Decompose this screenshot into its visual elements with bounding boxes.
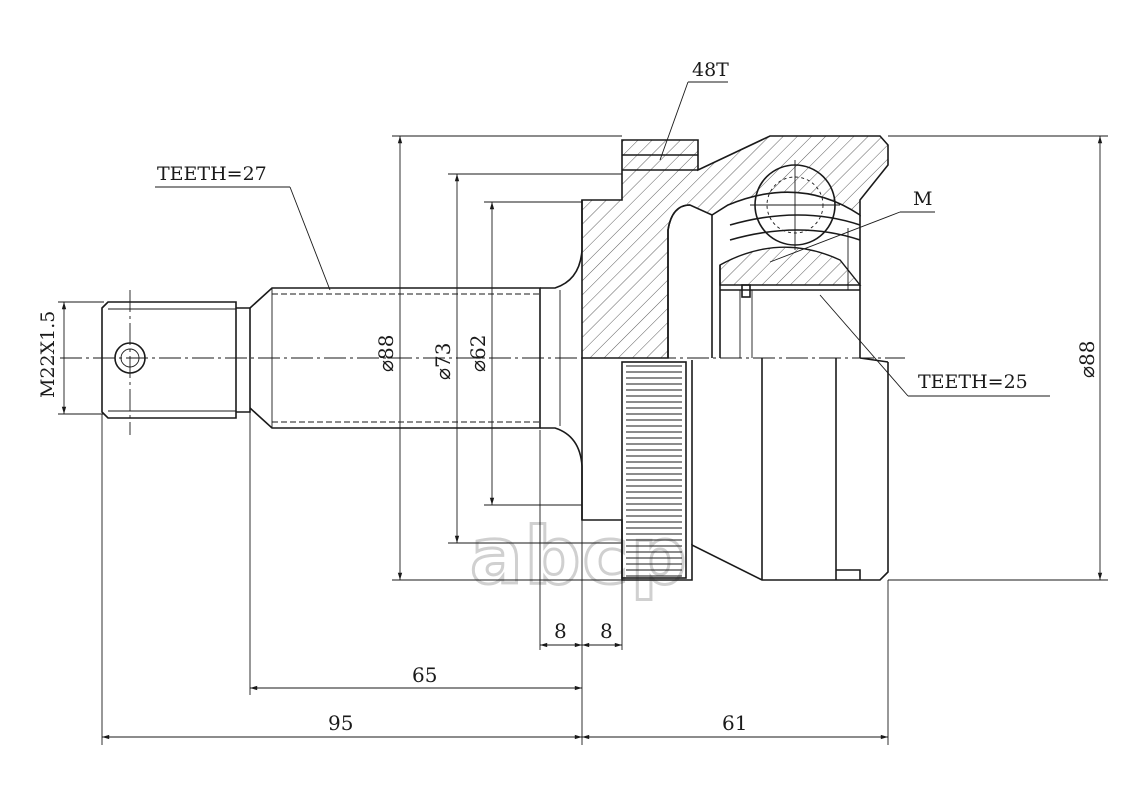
abs-tone-ring [621,361,687,579]
shaft [101,200,583,520]
svg-text:M22X1.5: M22X1.5 [37,311,59,398]
svg-text:TEETH=27: TEETH=27 [157,163,267,185]
dim-dia-88-right: ⌀88 [888,135,1108,581]
outer-race-section [581,135,889,359]
svg-text:TEETH=25: TEETH=25 [918,371,1028,393]
dim-len-8b: 8 [582,619,622,648]
svg-text:⌀88: ⌀88 [1075,341,1099,379]
dim-dia-73: ⌀73 [431,173,622,544]
label-m: M [769,188,935,263]
watermark-logo: abcp [470,512,689,602]
dim-dia-62: ⌀62 [466,201,582,506]
svg-text:65: 65 [412,663,437,687]
dim-len-8a: 8 [540,619,582,648]
dim-len-65: 65 [250,663,582,691]
svg-text:⌀73: ⌀73 [431,343,455,381]
label-teeth-25: TEETH=25 [819,294,1050,397]
outer-race-lower [581,357,889,581]
inner-race [711,160,862,358]
svg-text:⌀62: ⌀62 [466,335,490,373]
svg-text:48T: 48T [692,59,729,81]
dim-len-95: 95 [101,711,582,740]
label-teeth-27: TEETH=27 [155,163,331,291]
dim-dia-88-left: ⌀88 [374,135,622,581]
svg-text:61: 61 [722,711,747,735]
svg-text:8: 8 [554,619,567,643]
svg-text:8: 8 [600,619,613,643]
label-48t: 48T [659,59,729,161]
svg-text:M: M [913,188,932,210]
svg-text:95: 95 [328,711,353,735]
svg-text:⌀88: ⌀88 [374,335,398,373]
dim-len-61: 61 [582,711,888,740]
dim-thread: M22X1.5 [37,301,104,415]
